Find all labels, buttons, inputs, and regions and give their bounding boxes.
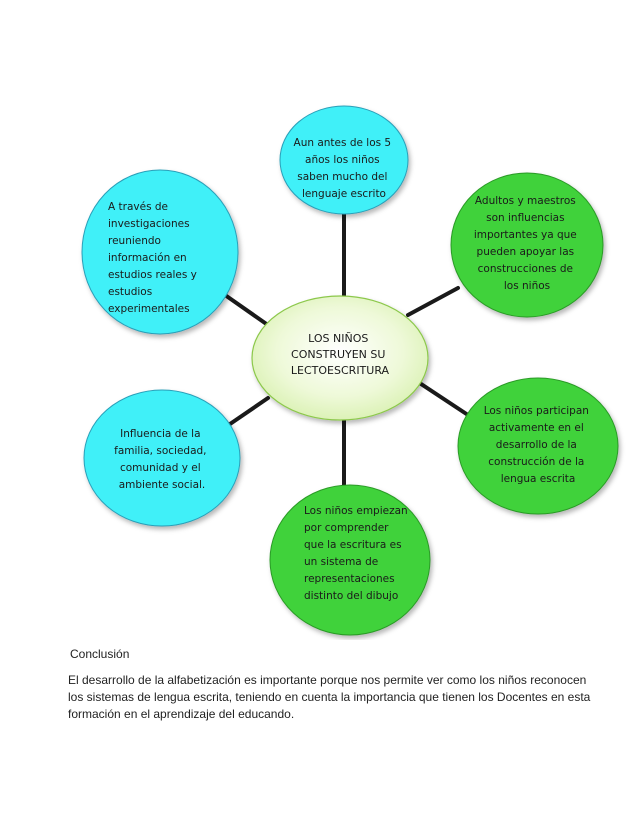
node-bottom-right-text: Los niños participan activamente en el d… bbox=[484, 405, 593, 485]
node-top-left-text: A través de investigaciones reuniendo in… bbox=[108, 201, 200, 315]
node-top-shape bbox=[279, 105, 409, 215]
conclusion-title: Conclusión bbox=[70, 647, 130, 661]
node-top-left: A través de investigaciones reuniendo in… bbox=[81, 169, 239, 335]
node-top-right-shape bbox=[450, 172, 604, 318]
node-bottom-left-text: Influencia de la familia, sociedad, comu… bbox=[114, 428, 210, 491]
node-bottom-text: Los niños empiezan por comprender que la… bbox=[304, 505, 411, 602]
node-top-text: Aun antes de los 5 años los niños saben … bbox=[294, 137, 395, 200]
node-bottom-left: Influencia de la familia, sociedad, comu… bbox=[83, 389, 241, 527]
node-bottom-shape bbox=[269, 484, 431, 636]
node-top-right: Adultos y maestros son influencias impor… bbox=[450, 172, 604, 318]
center-node-shape bbox=[251, 295, 429, 421]
connector-bottom-left bbox=[228, 396, 270, 426]
conclusion-body: El desarrollo de la alfabetización es im… bbox=[68, 673, 591, 721]
node-bottom-right-shape bbox=[457, 377, 619, 515]
connectors bbox=[223, 208, 470, 492]
center-node: LOS NIÑOS CONSTRUYEN SU LECTOESCRITURA bbox=[251, 295, 429, 421]
node-bottom: Los niños empiezan por comprender que la… bbox=[269, 484, 431, 636]
node-bottom-left-shape bbox=[83, 389, 241, 527]
node-top: Aun antes de los 5 años los niños saben … bbox=[279, 105, 409, 215]
connector-bottom-right bbox=[410, 376, 470, 417]
mind-map: Aun antes de los 5 años los niños saben … bbox=[81, 105, 619, 636]
node-top-right-text: Adultos y maestros son influencias impor… bbox=[474, 195, 580, 292]
node-bottom-right: Los niños participan activamente en el d… bbox=[457, 377, 619, 515]
center-node-text: LOS NIÑOS CONSTRUYEN SU LECTOESCRITURA bbox=[291, 332, 390, 377]
connector-top-right bbox=[406, 286, 460, 317]
node-top-left-shape bbox=[81, 169, 239, 335]
